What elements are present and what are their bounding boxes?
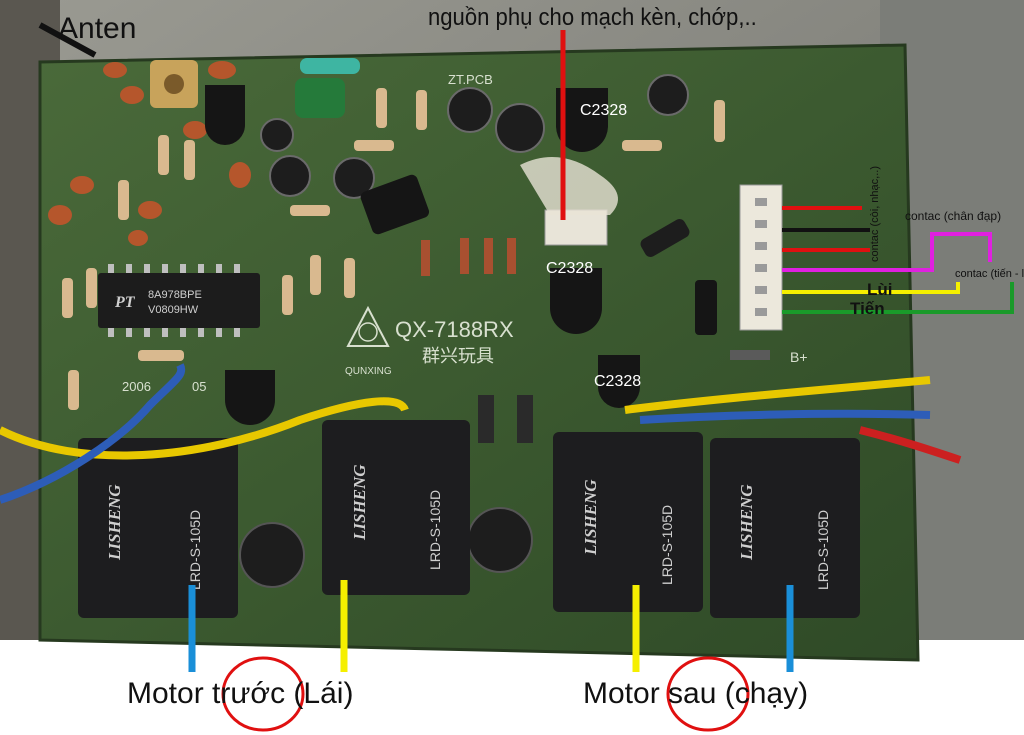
transistor-label-low: C2328 (594, 373, 642, 390)
ceramic-capacitors (48, 61, 251, 246)
ic-line1: 8A978BPE (148, 289, 202, 301)
board-date2: 05 (192, 379, 206, 394)
blue-wire-left (0, 363, 186, 504)
yellow-wire-right (624, 376, 931, 414)
svg-text:LISHENG: LISHENG (350, 464, 369, 541)
electrolytic-capacitors (239, 74, 689, 588)
svg-text:LRD-S-105D: LRD-S-105D (427, 490, 443, 570)
red-wire-right (859, 426, 962, 464)
transistor-label-top: C2328 (580, 102, 628, 119)
green-capacitor (295, 78, 345, 118)
contact-pedal-label: contac (chân đạp) (905, 209, 1002, 223)
ic-chip (98, 273, 260, 328)
brand-logo-icon (346, 305, 390, 347)
wire-line-pink (782, 232, 992, 272)
relay-models: LRD-S-105D LRD-S-105D LRD-S-105D LRD-S-1… (187, 490, 831, 590)
front-motor-circle (221, 656, 305, 732)
svg-text:LISHENG: LISHENG (581, 479, 600, 556)
svg-text:LRD-S-105D: LRD-S-105D (187, 510, 203, 590)
svg-text:LRD-S-105D: LRD-S-105D (815, 510, 831, 590)
resistors (62, 58, 725, 410)
tuning-coil-core (164, 74, 184, 94)
yellow-wire-left (0, 397, 409, 460)
forward-label: Tiến (850, 299, 885, 318)
hot-glue (520, 157, 618, 215)
transistors (205, 85, 717, 425)
contact-connector (739, 184, 783, 331)
contact-horn-label: contac (còi, nhạc,..) (869, 166, 881, 262)
svg-text:LRD-S-105D: LRD-S-105D (659, 505, 675, 585)
wire-line-yellow (782, 282, 960, 294)
transistor-label-mid: C2328 (546, 260, 594, 277)
rear-motor-label: Motor sau (chạy) (583, 677, 809, 710)
svg-text:LISHENG: LISHENG (737, 484, 756, 561)
board-brand-cn: 群兴玩具 (422, 346, 494, 367)
aux-power-connector (544, 209, 608, 246)
wire-line-green (782, 282, 1014, 314)
connector-pins (755, 198, 767, 316)
svg-text:LISHENG: LISHENG (105, 484, 124, 561)
rear-motor-circle (666, 656, 750, 732)
blue-wire-right (639, 409, 931, 424)
diodes (421, 219, 770, 443)
ic-logo: PT (114, 294, 136, 311)
board-pcb: ZT.PCB (448, 72, 493, 87)
board-model: QX-7188RX (395, 317, 514, 342)
ic-pins (108, 264, 240, 337)
contact-fwd-rev-label: contac (tiến - lùi) (955, 268, 1024, 280)
board-bplus: B+ (790, 349, 808, 365)
antenna-wire (38, 22, 97, 58)
reverse-label: Lùi (867, 280, 893, 299)
brand-logo-circle (358, 322, 378, 342)
antenna-label: Anten (58, 12, 137, 45)
aux-power-label: nguồn phụ cho mạch kèn, chớp,.. (428, 4, 757, 31)
relay-labels: LISHENG LISHENG LISHENG LISHENG (105, 464, 756, 561)
ic-line2: V0809HW (148, 304, 199, 316)
relays (78, 420, 860, 618)
front-motor-label: Motor trước (Lái) (127, 677, 354, 710)
board-date: 2006 (122, 379, 151, 394)
board-brand: QUNXING (345, 366, 392, 377)
